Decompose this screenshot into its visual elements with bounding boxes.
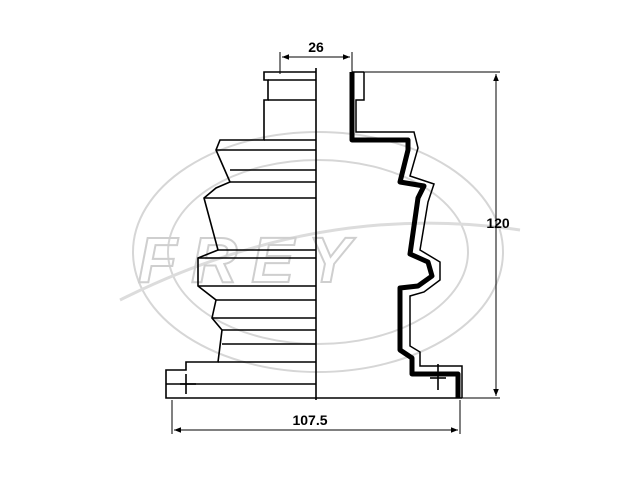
boot-cross-section-wall	[316, 71, 463, 399]
dimension-height-label: 120	[486, 215, 510, 231]
dimension-bottom-width-label: 107.5	[292, 412, 327, 428]
watermark-ring-inner	[167, 159, 469, 345]
right-flange-marks	[430, 364, 446, 390]
left-flange-marks	[180, 374, 196, 394]
watermark-swoosh	[119, 221, 521, 302]
frey-watermark-logo: FREY	[119, 131, 521, 373]
dimension-top-width: 26	[279, 39, 353, 74]
watermark-ring-outer	[132, 131, 504, 373]
dimension-bottom-width: 107.5	[171, 400, 461, 434]
dimension-top-width-label: 26	[308, 39, 324, 55]
dimension-height: 120	[356, 71, 510, 399]
